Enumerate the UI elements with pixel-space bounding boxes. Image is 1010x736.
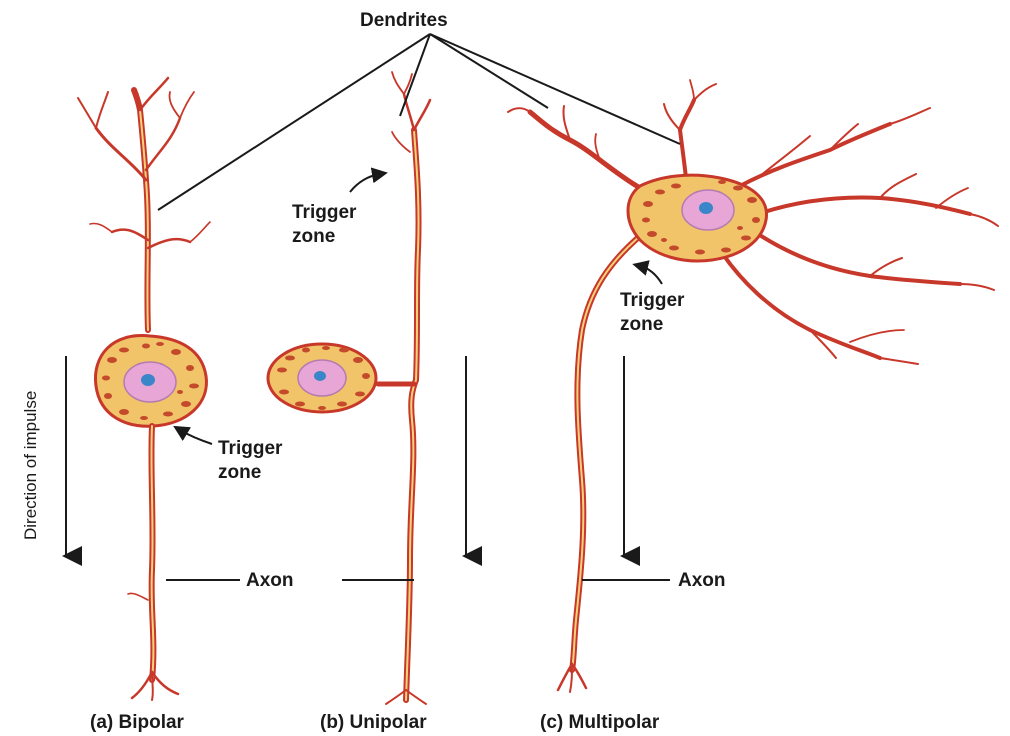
axon-label-right: Axon — [678, 570, 726, 591]
unipolar-process — [378, 72, 430, 704]
unipolar-neuron — [268, 72, 430, 704]
bipolar-axon — [128, 426, 178, 700]
unipolar-cell-body — [268, 344, 376, 412]
bipolar-neuron — [78, 78, 210, 700]
dendrites-leader-unipolar — [400, 34, 430, 116]
trigger-zone-label-unipolar-line2: zone — [292, 226, 335, 247]
multipolar-neuron — [508, 80, 998, 692]
trigger-arrow-bipolar — [180, 430, 212, 444]
multipolar-cell-body — [628, 175, 767, 261]
trigger-zone-label-unipolar-line1: Trigger — [292, 202, 357, 223]
caption-multipolar: (c) Multipolar — [540, 712, 660, 733]
trigger-zone-label-bipolar-line2: zone — [218, 462, 261, 483]
caption-bipolar: (a) Bipolar — [90, 712, 185, 733]
bipolar-cell-body — [95, 336, 206, 427]
dendrites-leader-multipolar-2 — [430, 34, 680, 144]
caption-unipolar: (b) Unipolar — [320, 712, 427, 733]
trigger-zone-label-multipolar-line1: Trigger — [620, 290, 685, 311]
trigger-zone-label-bipolar-line1: Trigger — [218, 438, 283, 459]
dendrites-leader-multipolar-1 — [430, 34, 548, 108]
dendrites-leader-bipolar — [158, 34, 430, 210]
trigger-arrow-multipolar — [640, 266, 662, 284]
direction-of-impulse-label: Direction of impulse — [21, 391, 40, 540]
trigger-zone-label-multipolar-line2: zone — [620, 314, 663, 335]
axon-label-left: Axon — [246, 570, 294, 591]
dendrites-label: Dendrites — [360, 10, 448, 31]
trigger-arrow-unipolar — [350, 174, 380, 192]
bipolar-dendrites — [78, 78, 210, 330]
